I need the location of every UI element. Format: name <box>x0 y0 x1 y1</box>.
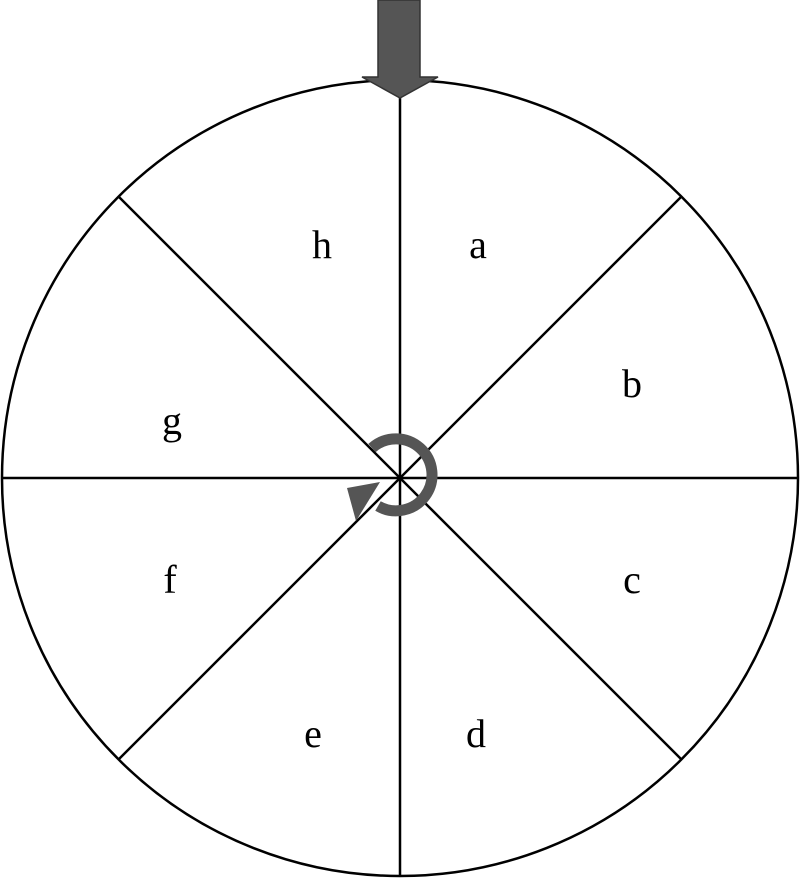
rotate-arrow-icon <box>347 433 438 521</box>
sector-label-f: f <box>163 557 177 602</box>
sector-label-e: e <box>304 711 322 756</box>
sector-label-d: d <box>466 711 486 756</box>
sector-label-a: a <box>469 222 487 267</box>
sector-dividers <box>2 80 798 876</box>
down-arrow-icon <box>361 0 439 99</box>
sector-label-g: g <box>162 398 182 443</box>
sector-label-b: b <box>622 361 642 406</box>
sector-label-c: c <box>623 557 641 602</box>
sector-labels: a b c d e f g h <box>162 222 642 756</box>
divider-diagonal-2 <box>118 196 682 760</box>
sector-label-h: h <box>312 222 332 267</box>
